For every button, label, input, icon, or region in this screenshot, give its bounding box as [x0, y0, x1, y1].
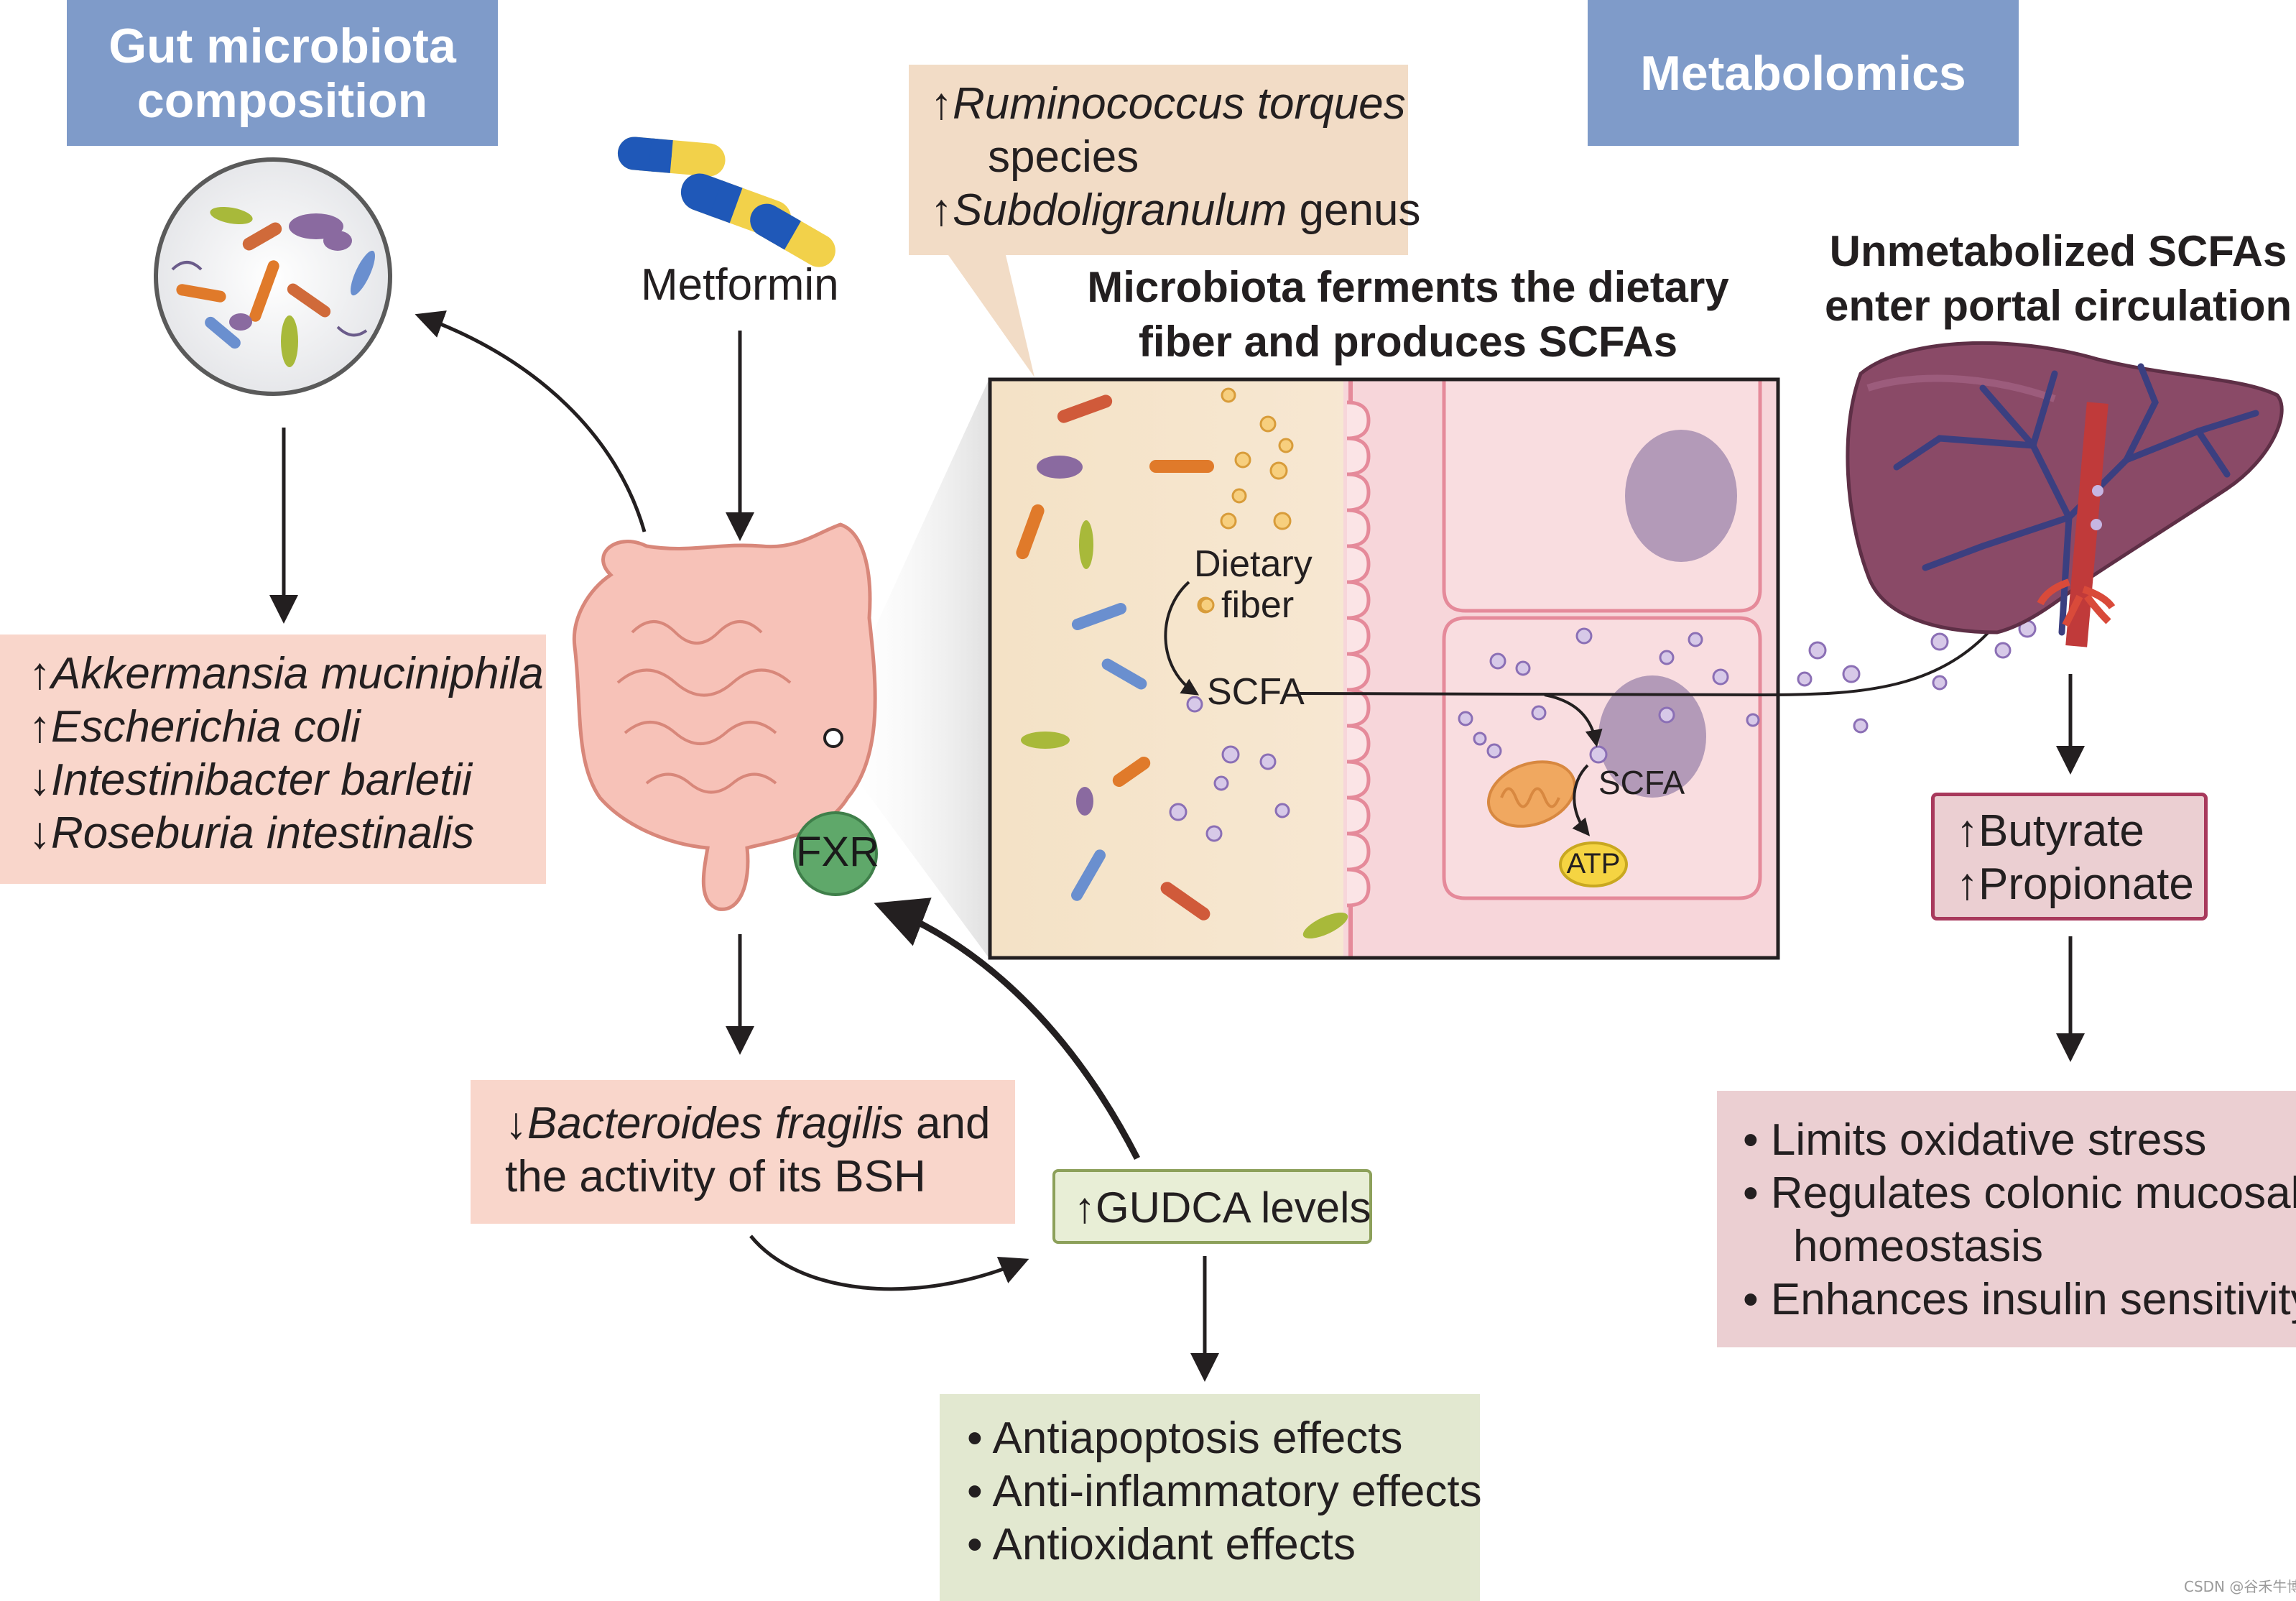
effect-item: • Antioxidant effects [967, 1520, 1356, 1569]
down-arrow-symbol: ↓ [505, 1099, 527, 1148]
microbe-circle-illustration [154, 157, 392, 396]
gudca-label: ↑GUDCA levels [1074, 1184, 1371, 1232]
species-name: Escherichia coli [51, 702, 361, 752]
fiber-label: fiber [1221, 584, 1295, 626]
gut-composition-header: Gut microbiota composition [67, 0, 498, 146]
atp-label: ATP [1566, 848, 1621, 880]
watermark: CSDN @谷禾牛博 [2184, 1578, 2296, 1595]
composition-item: ↓Roseburia intestinalis [29, 807, 517, 860]
up-arrow-symbol: ↑ [930, 185, 953, 235]
propionate-label: ↑Propionate [1956, 859, 2194, 909]
ruminococcus-name: Ruminococcus torques [953, 79, 1406, 129]
ferment-title-line2: fiber and produces SCFAs [1138, 318, 1678, 366]
scfa-label: SCFA [1207, 671, 1305, 713]
up-arrow-symbol: ↑ [29, 649, 51, 698]
effect-item: • Regulates colonic mucosal [1743, 1168, 2296, 1218]
gudca-box: ↑GUDCA levels [1052, 1169, 1372, 1244]
species-label: species [988, 132, 1139, 182]
effect-item-continued: homeostasis [1793, 1222, 2044, 1271]
down-arrow-symbol: ↓ [29, 755, 51, 805]
zoom-cone [833, 377, 990, 959]
arrow-gudca-to-fxr [874, 898, 1141, 1161]
dietary-label: Dietary [1194, 543, 1313, 585]
fxr-label: FXR [796, 829, 879, 875]
bacteroides-box: ↓Bacteroides fragilis and the activity o… [471, 1080, 1015, 1224]
gut-composition-header-line1: Gut microbiota [108, 18, 456, 73]
ferment-title: Microbiota ferments the dietary fiber an… [1056, 260, 1760, 369]
butyrate-label: ↑Butyrate [1956, 806, 2144, 856]
effect-item: • Anti-inflammatory effects [967, 1467, 1482, 1516]
subdoligranulum-name: Subdoligranulum [953, 185, 1287, 235]
gut-composition-header-line2: composition [136, 73, 428, 128]
up-arrow-symbol: ↑ [930, 79, 953, 129]
bacteroides-line: ↓Bacteroides fragilis and [505, 1097, 990, 1150]
species-name: Intestinibacter barletii [51, 755, 472, 805]
metabolomics-header: Metabolomics [1588, 0, 2019, 146]
metformin-label: Metformin [641, 260, 839, 310]
tan-callout-pointer [948, 255, 1034, 377]
composition-item: ↑Escherichia coli [29, 701, 517, 754]
up-arrow-symbol: ↑ [29, 702, 51, 752]
species-name: Akkermansia muciniphila [51, 649, 544, 698]
scfa-effects-box: • Limits oxidative stress • Regulates co… [1717, 1091, 2296, 1347]
ruminococcus-box: ↑Ruminococcus torques species ↑Subdoligr… [909, 65, 1420, 255]
portal-title-line2: enter portal circulation [1825, 282, 2292, 330]
effect-item: • Enhances insulin sensitivity [1743, 1275, 2296, 1324]
ferment-title-line1: Microbiota ferments the dietary [1087, 263, 1729, 311]
effect-item: • Antiapoptosis effects [967, 1413, 1403, 1463]
liver-illustration [1846, 341, 2284, 647]
composition-item: ↓Intestinibacter barletii [29, 754, 517, 807]
species-name: Roseburia intestinalis [51, 808, 475, 858]
ruminococcus-line: ↑Ruminococcus torques [930, 78, 1406, 131]
composition-changes-box: ↑Akkermansia muciniphila ↑Escherichia co… [0, 635, 546, 884]
portal-title: Unmetabolized SCFAs enter portal circula… [1825, 224, 2292, 333]
atp-badge [1559, 841, 1628, 887]
composition-item: ↑Akkermansia muciniphila [29, 647, 544, 701]
fxr-circle [793, 811, 878, 896]
bacteroides-name: Bacteroides fragilis [527, 1099, 904, 1148]
subdoligranulum-line: ↑Subdoligranulum genus [930, 184, 1420, 237]
metformin-pills-illustration [617, 137, 835, 267]
arrow-intestine-to-circle [415, 310, 647, 532]
effect-item: • Limits oxidative stress [1743, 1115, 2207, 1165]
genus-label: genus [1287, 185, 1421, 235]
portal-title-line1: Unmetabolized SCFAs [1829, 227, 2287, 275]
and-label: and [903, 1099, 991, 1148]
bsh-activity-label: the activity of its BSH [505, 1152, 926, 1201]
arrow-bacteroides-to-gudca [749, 1235, 1029, 1291]
metabolomics-header-label: Metabolomics [1640, 45, 1966, 101]
scfa-levels-box: ↑Butyrate ↑Propionate [1931, 793, 2208, 921]
down-arrow-symbol: ↓ [29, 808, 51, 858]
colon-inset-illustration [988, 377, 1780, 960]
scfa-cell-label: SCFA [1598, 764, 1685, 801]
gudca-effects-box: • Antiapoptosis effects • Anti-inflammat… [940, 1394, 1482, 1601]
